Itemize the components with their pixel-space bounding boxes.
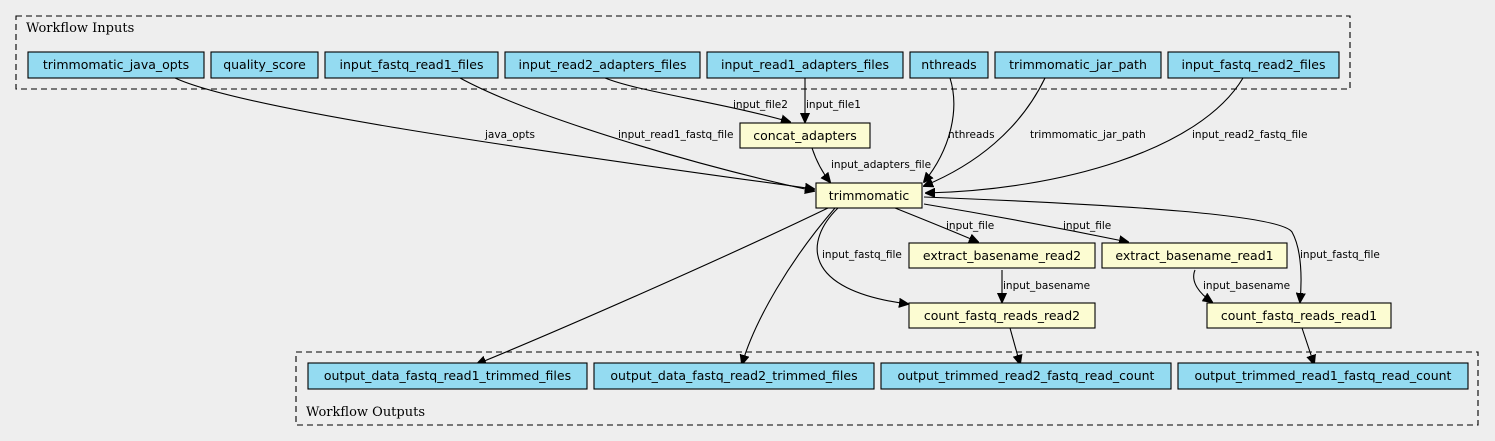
node-output-trimmed-read2-fastq-read-count[interactable]: output_trimmed_read2_fastq_read_count — [880, 362, 1172, 390]
node-output-trimmed-read1-fastq-read-count[interactable]: output_trimmed_read1_fastq_read_count — [1177, 362, 1469, 390]
edge-label-input-read2-fastq-file: input_read2_fastq_file — [1192, 129, 1307, 141]
edge-trimmomatic-to-out-read1-trimmed — [477, 207, 829, 364]
edge-labels: java_opts input_read1_fastq_file input_f… — [484, 99, 1380, 292]
edges — [174, 77, 1314, 364]
workflow-outputs-cluster: Workflow Outputs — [295, 351, 1479, 426]
node-label: output_data_fastq_read2_trimmed_files — [610, 368, 857, 383]
edge-label-java-opts: java_opts — [484, 129, 535, 141]
input-nodes: trimmomatic_java_opts quality_score inpu… — [27, 51, 1340, 79]
edge-label-input-file2: input_file2 — [733, 99, 788, 111]
node-label: extract_basename_read1 — [1115, 248, 1273, 263]
edge-label-input-fastq-file-count2: input_fastq_file — [822, 249, 902, 261]
node-count-fastq-reads-read1[interactable]: count_fastq_reads_read1 — [1206, 302, 1392, 329]
edge-concat-to-trimmomatic — [811, 147, 830, 182]
edge-label-input-fastq-file-count1: input_fastq_file — [1300, 249, 1380, 261]
edge-trimmomatic-to-extract-read2 — [894, 207, 978, 242]
edge-count2-to-out-read2-count — [1009, 327, 1020, 364]
node-nthreads[interactable]: nthreads — [909, 51, 989, 79]
edge-label-input-file1: input_file1 — [806, 99, 861, 111]
node-input-read2-adapters-files[interactable]: input_read2_adapters_files — [504, 51, 701, 79]
edge-trimmomatic-to-count-read1 — [923, 196, 1301, 302]
node-label: output_trimmed_read2_fastq_read_count — [898, 368, 1155, 383]
node-input-fastq-read2-files[interactable]: input_fastq_read2_files — [1167, 51, 1340, 79]
node-label: quality_score — [223, 57, 306, 72]
edge-label-input-adapters-file: input_adapters_file — [831, 159, 931, 171]
edge-extract1-to-count1 — [1193, 269, 1212, 302]
output-nodes: output_data_fastq_read1_trimmed_files ou… — [307, 362, 1469, 390]
node-trimmomatic-jar-path[interactable]: trimmomatic_jar_path — [994, 51, 1162, 79]
node-label: input_fastq_read2_files — [1182, 57, 1326, 72]
node-extract-basename-read1[interactable]: extract_basename_read1 — [1101, 242, 1288, 269]
edge-nthreads-to-trimmomatic — [924, 77, 955, 182]
node-output-data-fastq-read1-trimmed-files[interactable]: output_data_fastq_read1_trimmed_files — [307, 362, 588, 390]
workflow-outputs-label: Workflow Outputs — [306, 405, 425, 420]
edge-label-nthreads: nthreads — [948, 129, 995, 141]
node-label: count_fastq_reads_read1 — [1221, 308, 1377, 323]
edge-label-input-basename-read1: input_basename — [1203, 280, 1290, 292]
node-label: extract_basename_read2 — [923, 248, 1081, 263]
node-label: input_fastq_read1_files — [340, 57, 484, 72]
edge-fastq-read2-to-trimmomatic — [926, 77, 1244, 193]
node-trimmomatic[interactable]: trimmomatic — [815, 182, 923, 209]
node-concat-adapters[interactable]: concat_adapters — [739, 122, 871, 149]
edge-jar-path-to-trimmomatic — [924, 77, 1046, 186]
node-input-read1-adapters-files[interactable]: input_read1_adapters_files — [706, 51, 904, 79]
node-label: concat_adapters — [753, 128, 857, 143]
node-quality-score[interactable]: quality_score — [210, 51, 319, 79]
node-input-fastq-read1-files[interactable]: input_fastq_read1_files — [324, 51, 499, 79]
edge-label-input-file-read1: input_file — [1063, 220, 1111, 232]
node-output-data-fastq-read2-trimmed-files[interactable]: output_data_fastq_read2_trimmed_files — [593, 362, 875, 390]
node-trimmomatic-java-opts[interactable]: trimmomatic_java_opts — [27, 51, 205, 79]
edge-label-input-basename-read2: input_basename — [1003, 280, 1090, 292]
edge-trimmomatic-to-extract-read1 — [923, 203, 1128, 242]
workflow-inputs-cluster: Workflow Inputs — [15, 15, 1351, 90]
edge-read2-adapters-to-concat — [604, 77, 790, 122]
workflow-inputs-label: Workflow Inputs — [26, 21, 134, 36]
node-count-fastq-reads-read2[interactable]: count_fastq_reads_read2 — [908, 302, 1096, 329]
node-label: trimmomatic — [829, 188, 910, 203]
node-label: output_data_fastq_read1_trimmed_files — [324, 368, 571, 383]
node-label: count_fastq_reads_read2 — [924, 308, 1080, 323]
edge-count1-to-out-read1-count — [1301, 327, 1314, 364]
node-label: output_trimmed_read1_fastq_read_count — [1195, 368, 1452, 383]
node-label: input_read1_adapters_files — [721, 57, 889, 72]
node-label: nthreads — [921, 57, 976, 72]
node-label: input_read2_adapters_files — [519, 57, 687, 72]
edge-label-input-read1-fastq-file: input_read1_fastq_file — [618, 129, 733, 141]
edge-trimmomatic-to-out-read2-trimmed — [742, 207, 836, 364]
edge-label-input-file-read2: input_file — [946, 220, 994, 232]
node-label: trimmomatic_jar_path — [1009, 57, 1147, 72]
edge-fastq-read1-to-trimmomatic — [459, 77, 814, 191]
edge-trimmomatic-to-count-read2 — [816, 207, 908, 304]
step-nodes: concat_adapters trimmomatic extract_base… — [739, 122, 1392, 329]
node-extract-basename-read2[interactable]: extract_basename_read2 — [908, 242, 1096, 269]
node-label: trimmomatic_java_opts — [43, 57, 189, 72]
edge-label-trimmomatic-jar-path: trimmomatic_jar_path — [1030, 129, 1146, 141]
edge-java-opts-to-trimmomatic — [174, 77, 814, 189]
